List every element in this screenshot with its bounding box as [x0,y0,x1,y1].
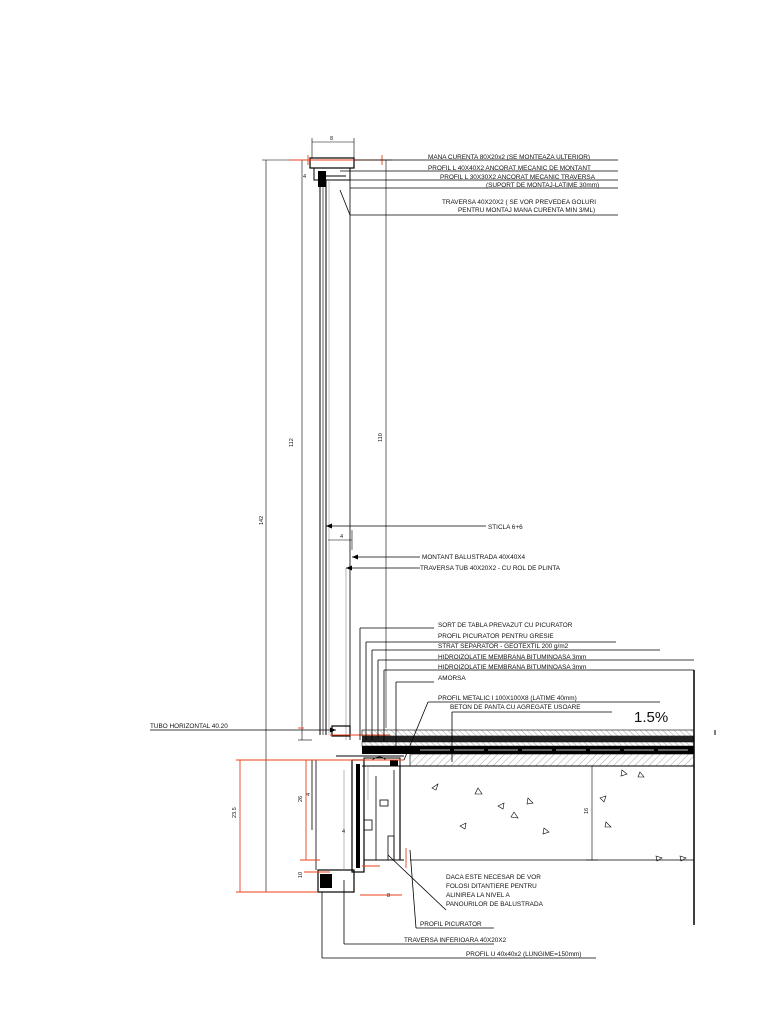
label-daca-4: PANOURILOR DE BALUSTRADA [446,901,544,908]
dimension-lines [262,138,598,896]
dim-bottom-small: 10 [298,872,304,878]
leader-lines [150,159,694,959]
floor-buildup [361,670,716,925]
label-montant: MONTANT BALUSTRADA 40X40X4 [422,554,526,561]
label-sort-tabla: SORT DE TABLA PREVAZUT CU PICURATOR [438,622,573,629]
dim-lower-height: 23.5 [232,807,238,818]
label-daca-2: FOLOSI DITANTIERE PENTRU [446,883,537,890]
dim-glass-height: 112 [289,438,295,447]
dim-slab: 16 [584,808,590,814]
label-profil-picurator-gresie: PROFIL PICURATOR PENTRU GRESIE [438,633,554,640]
label-hidroizolatie-2: HIDROIZOLATIE MEMBRANA BITUMINOASA 3mm [438,664,586,671]
label-daca-1: DACA ESTE NECESAR DE VOR [446,874,541,881]
label-profil-metalic: PROFIL METALIC I 100X100X8 (LATIME 40mm) [438,695,577,702]
label-strat-separator: STRAT SEPARATOR - GEOTEXTIL 200 g/m2 [438,643,569,650]
dim-rail-height: 110 [378,433,384,442]
slope-label: 1.5% [634,709,668,726]
lower-bracket [311,725,404,893]
label-profil-l-40: PROFIL L 40X40X2 ANCORAT MECANIC DE MONT… [428,165,591,172]
dim-bottom-width: 8 [387,893,390,899]
glass-panel [319,180,351,740]
dim-side-small: 4 [342,829,345,835]
dim-top-small: 4 [303,174,306,180]
label-daca-3: ALINIREA LA NIVEL A [446,892,510,899]
label-suport-montaj: (SUPORT DE MONTAJ-LATIME 30mm) [486,182,599,189]
arrowheads [326,523,358,733]
label-beton-panta: BETON DE PANTA CU AGREGATE USOARE [450,704,581,711]
label-traversa-1: TRAVERSA 40X20X2 ( SE VOR PREVEDEA GOLUR… [442,199,596,206]
dimension-texts: 142 112 110 8 4 4 23.5 26 4 16 10 8 4 [232,136,590,899]
dim-lower-inner: 26 [298,796,304,802]
label-sticla: STICLA 6+6 [488,524,523,531]
dim-glass-gap: 4 [340,534,343,540]
dim-lower-small: 4 [306,793,312,796]
label-amorsa: AMORSA [438,675,466,682]
label-hidroizolatie-1: HIDROIZOLATIE MEMBRANA BITUMINOASA 3mm [438,654,586,661]
label-tubo-horizontal: TUBO HORIZONTAL 40.20 [150,723,228,730]
label-mana-curenta: MANA CURENTA 80X20x2 (SE MONTEAZA ULTERI… [428,154,590,161]
handrail [309,157,355,187]
concrete-aggregate-marks [431,769,687,862]
label-traversa-inferioara: TRAVERSA INFERIOARA 40X20X2 [404,937,507,944]
label-profil-picurator: PROFIL PICURATOR [420,921,482,928]
dim-total-height: 142 [259,516,265,525]
label-traversa-2: PENTRU MONTAJ MANA CURENTA MIN 3/ML) [458,207,595,214]
label-traversa-tub: TRAVERSA TUB 40X20X2 - CU ROL DE PLINTA [420,565,561,572]
label-profil-l-30: PROFIL L 30X30X2 ANCORAT MECANIC TRAVERS… [440,174,596,181]
label-texts: MANA CURENTA 80X20x2 (SE MONTEAZA ULTERI… [150,154,668,958]
label-profil-u: PROFIL U 40x40x2 (LUNGIME=150mm) [466,951,581,958]
dim-top-width: 8 [330,136,333,142]
